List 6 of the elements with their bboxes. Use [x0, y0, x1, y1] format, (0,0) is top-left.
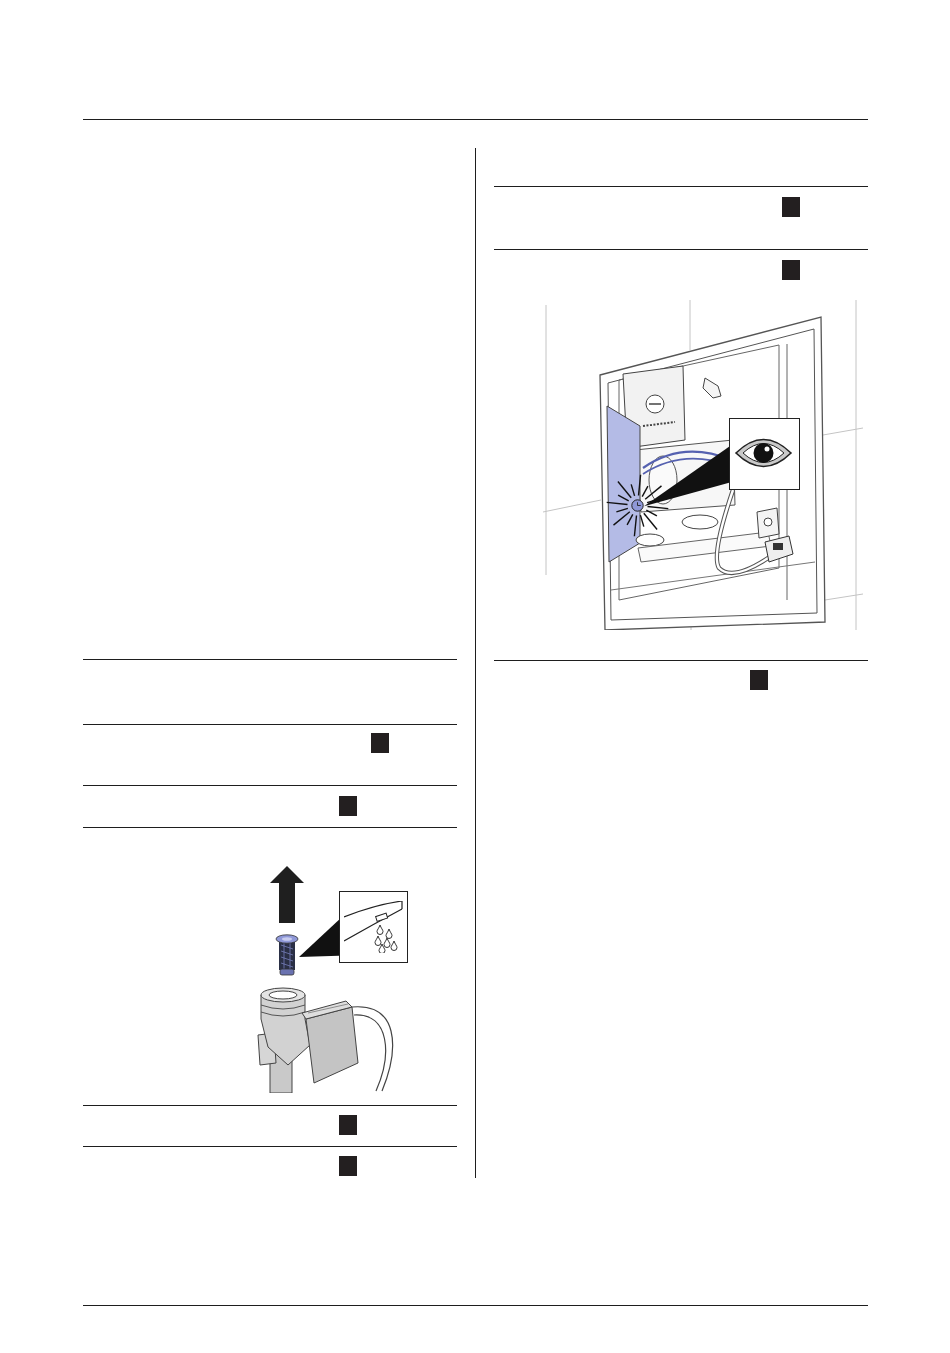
callout-wedge	[644, 446, 729, 507]
callout-wedge	[299, 919, 339, 958]
detail-callout	[339, 891, 408, 963]
filter-strainer	[275, 934, 299, 976]
led-indicator	[631, 499, 644, 512]
detail-callout	[729, 418, 800, 490]
